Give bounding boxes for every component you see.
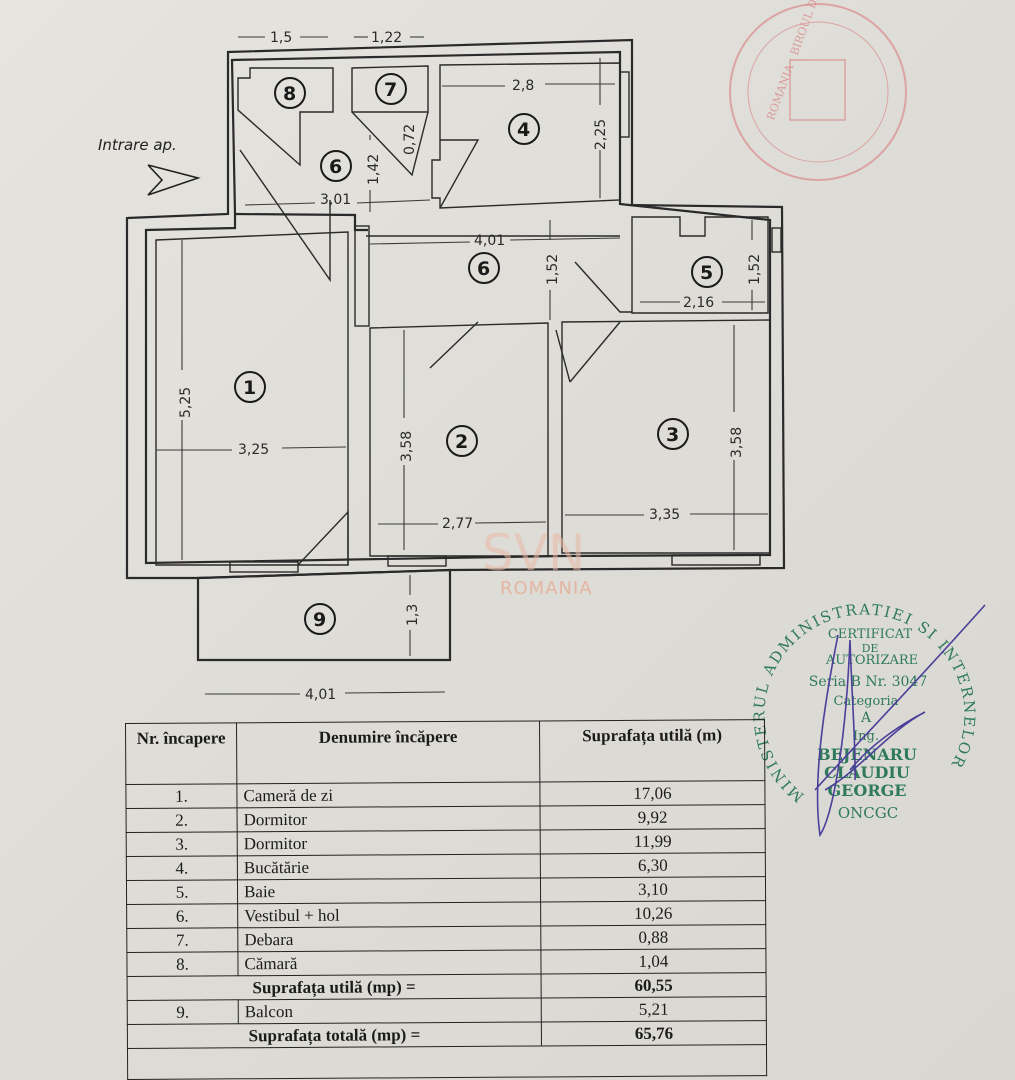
svg-text:AUTORIZARE: AUTORIZARE [825,653,918,668]
svg-text:ONCGC: ONCGC [838,804,898,822]
dim-room2-height: 3,58 [399,431,415,462]
dim-bath-width: 2,16 [683,295,714,311]
red-stamp: ROMANIA · BIROUL DE CADASTRU · BUCURESTI [729,0,907,181]
dim-room1-width: 3,25 [238,442,269,458]
header-nr: Nr. încapere [125,722,237,785]
svg-text:A: A [860,710,872,726]
room-number-1: 1 [243,377,256,399]
red-stamp-text: ROMANIA · BIROUL DE CADASTRU · BUCURESTI [764,0,874,122]
dim-bath-height: 1,52 [747,254,763,285]
svg-text:SVN: SVN [482,524,585,582]
room-number-markers: 8 7 4 6 6 5 1 2 3 9 [234,73,723,635]
header-area: Suprafața utilă (m) [539,719,765,782]
green-stamp: MINISTERUL ADMINISTRATIEI SI INTERNELOR … [750,600,986,838]
svg-text:CLAUDIU: CLAUDIU [824,763,910,782]
walls [125,38,786,662]
dim-balcony-width: 4,01 [305,687,336,703]
dim-top-2: 1,22 [371,30,402,46]
dim-room3-height: 3,58 [729,427,745,458]
room-number-5: 5 [700,262,713,284]
dim-room3-width: 3,35 [649,507,680,523]
dimension-lines: 1,5 1,22 2,8 2,25 1,42 0,72 3,01 4,01 1,… [156,30,768,703]
room-number-4: 4 [517,119,530,141]
svg-text:Seria B Nr. 3047: Seria B Nr. 3047 [809,674,928,690]
svg-text:DE: DE [862,642,879,655]
table-header-row: Nr. încapere Denumire încăpere Suprafața… [125,719,765,785]
watermark-logo: SVN ROMANIA [482,524,593,599]
svg-text:ROMANIA: ROMANIA [500,578,593,599]
room-number-9: 9 [313,609,326,631]
header-name: Denumire încăpere [236,720,540,784]
room-number-6b: 6 [477,258,490,280]
dim-kitchen-width: 2,8 [512,78,534,94]
svg-text:CERTIFICAT: CERTIFICAT [828,627,913,642]
entrance-arrow-icon [147,164,201,196]
dim-hall2-height: 1,52 [545,254,561,285]
entrance-label: Intrare ap. [98,136,177,154]
dim-balcony-height: 1,3 [405,604,421,626]
signature [814,604,986,838]
rooms-table: Nr. încapere Denumire încăpere Suprafața… [125,719,767,1080]
room-number-8: 8 [283,83,296,105]
svg-text:Ing.: Ing. [853,729,879,744]
svg-text:Categoria: Categoria [834,694,899,709]
empty-row [127,1044,767,1080]
dim-kitchen-height: 2,25 [593,119,609,150]
room-number-2: 2 [455,431,468,453]
room-number-6a: 6 [329,156,342,178]
room-number-7: 7 [384,79,397,101]
svg-text:BEJENARU: BEJENARU [817,745,917,764]
dim-top-1: 1,5 [270,30,292,46]
dim-hall1-width: 3,01 [320,192,351,208]
dim-debara: 0,72 [402,124,418,155]
dim-room1-height: 5,25 [178,387,194,418]
dim-hall1-height: 1,42 [366,154,382,185]
dim-room2-width: 2,77 [442,516,473,532]
room-number-3: 3 [666,424,679,446]
svg-text:GEORGE: GEORGE [828,781,907,800]
dim-hall2-width: 4,01 [474,233,505,249]
